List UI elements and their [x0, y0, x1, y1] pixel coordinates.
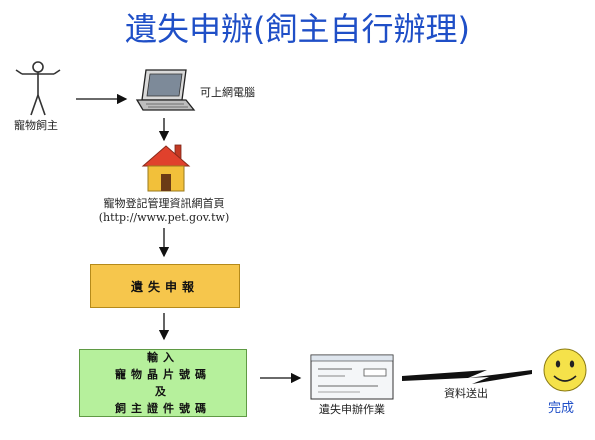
done-label: 完成	[548, 401, 575, 416]
input-step-line-4: 飼主證件號碼	[115, 402, 211, 415]
data-send-lightning-icon	[402, 370, 532, 384]
computer-label: 可上網電腦	[200, 86, 255, 99]
form-document-icon	[310, 354, 394, 400]
homepage-label: 寵物登記管理資訊網首頁	[103, 197, 225, 210]
person-icon	[15, 61, 61, 116]
smiley-icon	[543, 348, 587, 392]
owner-label: 寵物飼主	[14, 119, 58, 132]
input-step-box: 輸入 寵物晶片號碼 及 飼主證件號碼	[79, 349, 247, 417]
input-step-line-1: 輸入	[147, 351, 179, 364]
house-icon	[141, 144, 191, 192]
form-label: 遺失申辦作業	[319, 403, 385, 416]
report-step-label: 遺失申報	[130, 279, 199, 294]
report-step-box: 遺失申報	[90, 264, 240, 308]
page-title: 遺失申辦(飼主自行辦理)	[125, 10, 470, 48]
laptop-icon	[135, 69, 196, 111]
homepage-url: (http://www.pet.gov.tw)	[98, 211, 230, 224]
input-step-line-2: 寵物晶片號碼	[115, 368, 211, 381]
send-label: 資料送出	[444, 387, 488, 400]
input-step-line-3: 及	[155, 385, 171, 398]
